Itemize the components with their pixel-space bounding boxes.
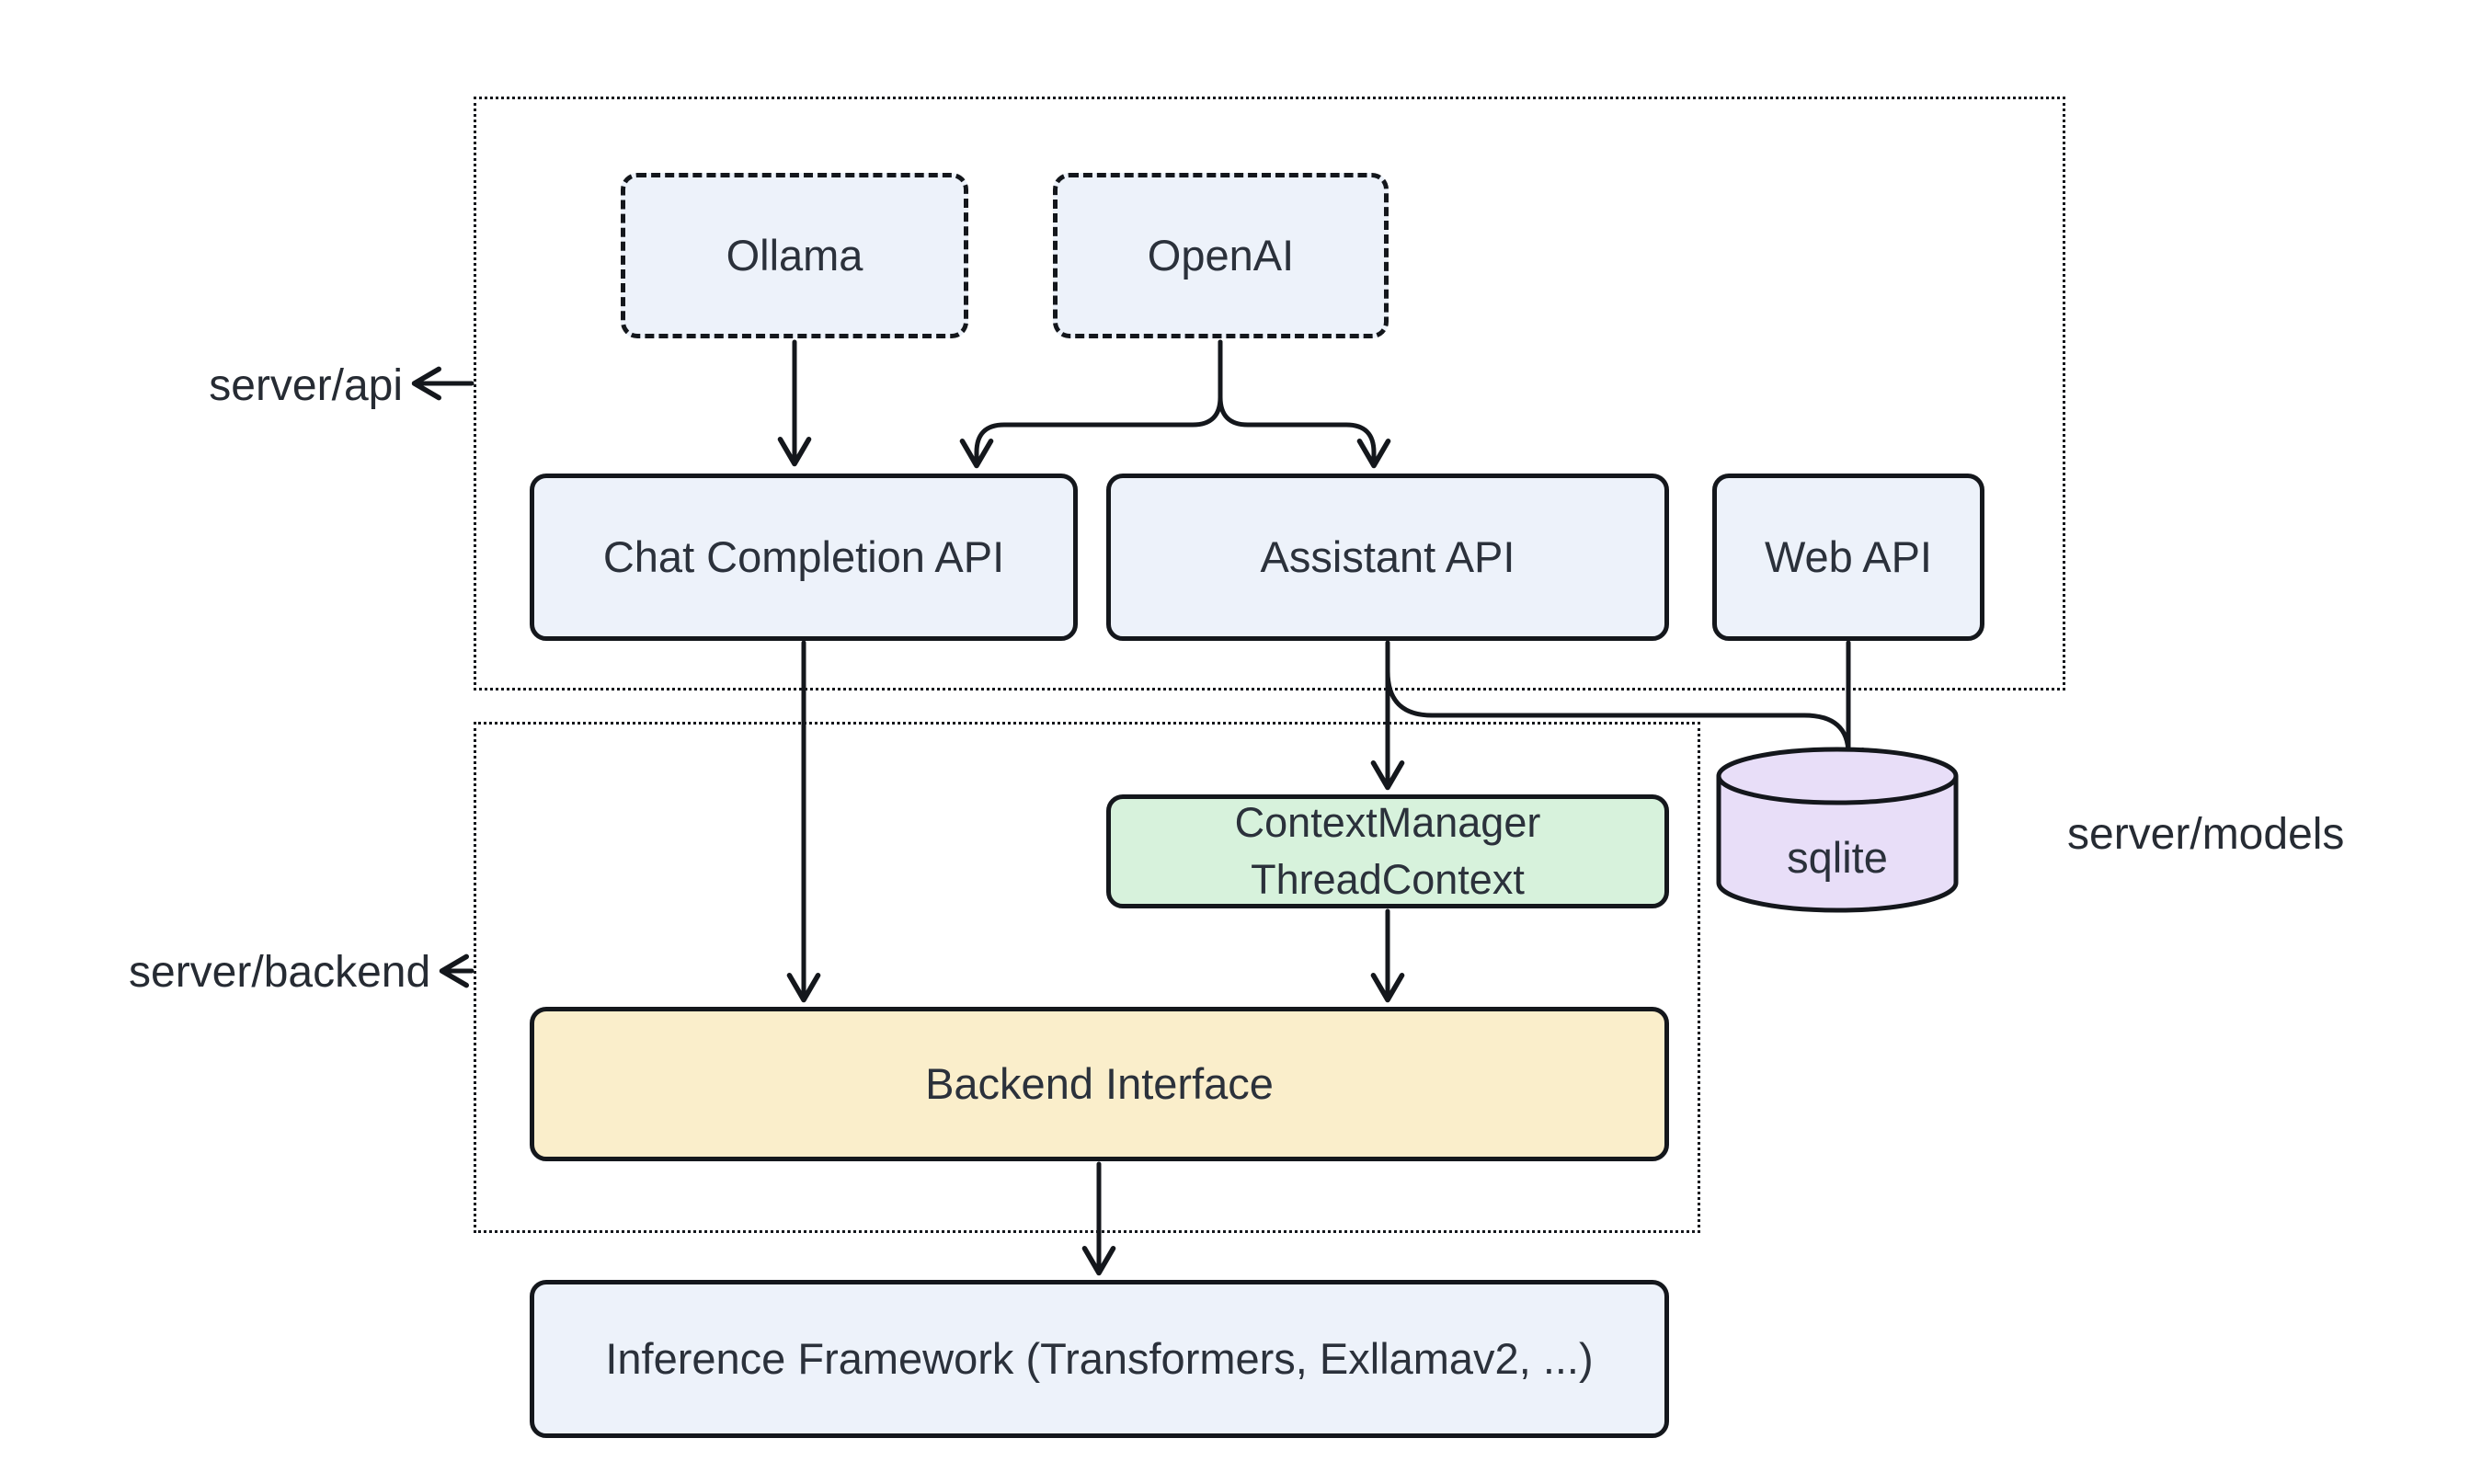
server-backend-container — [474, 722, 1700, 1233]
node-backend-interface-label: Backend Interface — [925, 1059, 1274, 1109]
node-web-api: Web API — [1712, 474, 1984, 641]
node-assistant-api-label: Assistant API — [1260, 532, 1515, 582]
node-context-manager: ContextManager ThreadContext — [1106, 794, 1669, 908]
server-models-label: server/models — [2067, 810, 2345, 859]
node-chat-completion-api: Chat Completion API — [530, 474, 1078, 641]
node-inference-framework-label: Inference Framework (Transformers, Exlla… — [605, 1334, 1594, 1384]
node-context-manager-line1: ContextManager — [1234, 798, 1541, 846]
node-sqlite-label: sqlite — [1787, 832, 1888, 882]
node-context-manager-line2: ThreadContext — [1251, 856, 1525, 903]
node-web-api-label: Web API — [1764, 532, 1932, 582]
node-assistant-api: Assistant API — [1106, 474, 1669, 641]
server-api-container — [474, 97, 2065, 691]
node-chat-completion-api-label: Chat Completion API — [602, 532, 1005, 582]
node-openai-label: OpenAI — [1147, 231, 1295, 280]
node-ollama-label: Ollama — [726, 231, 863, 280]
node-sqlite-database: sqlite — [1714, 745, 1961, 918]
node-ollama: Ollama — [621, 173, 968, 338]
node-openai: OpenAI — [1053, 173, 1389, 338]
node-backend-interface: Backend Interface — [530, 1007, 1669, 1161]
node-inference-framework: Inference Framework (Transformers, Exlla… — [530, 1280, 1669, 1438]
server-backend-label: server/backend — [129, 948, 431, 997]
server-api-label: server/api — [209, 361, 403, 410]
database-cylinder-icon — [1716, 747, 1959, 913]
